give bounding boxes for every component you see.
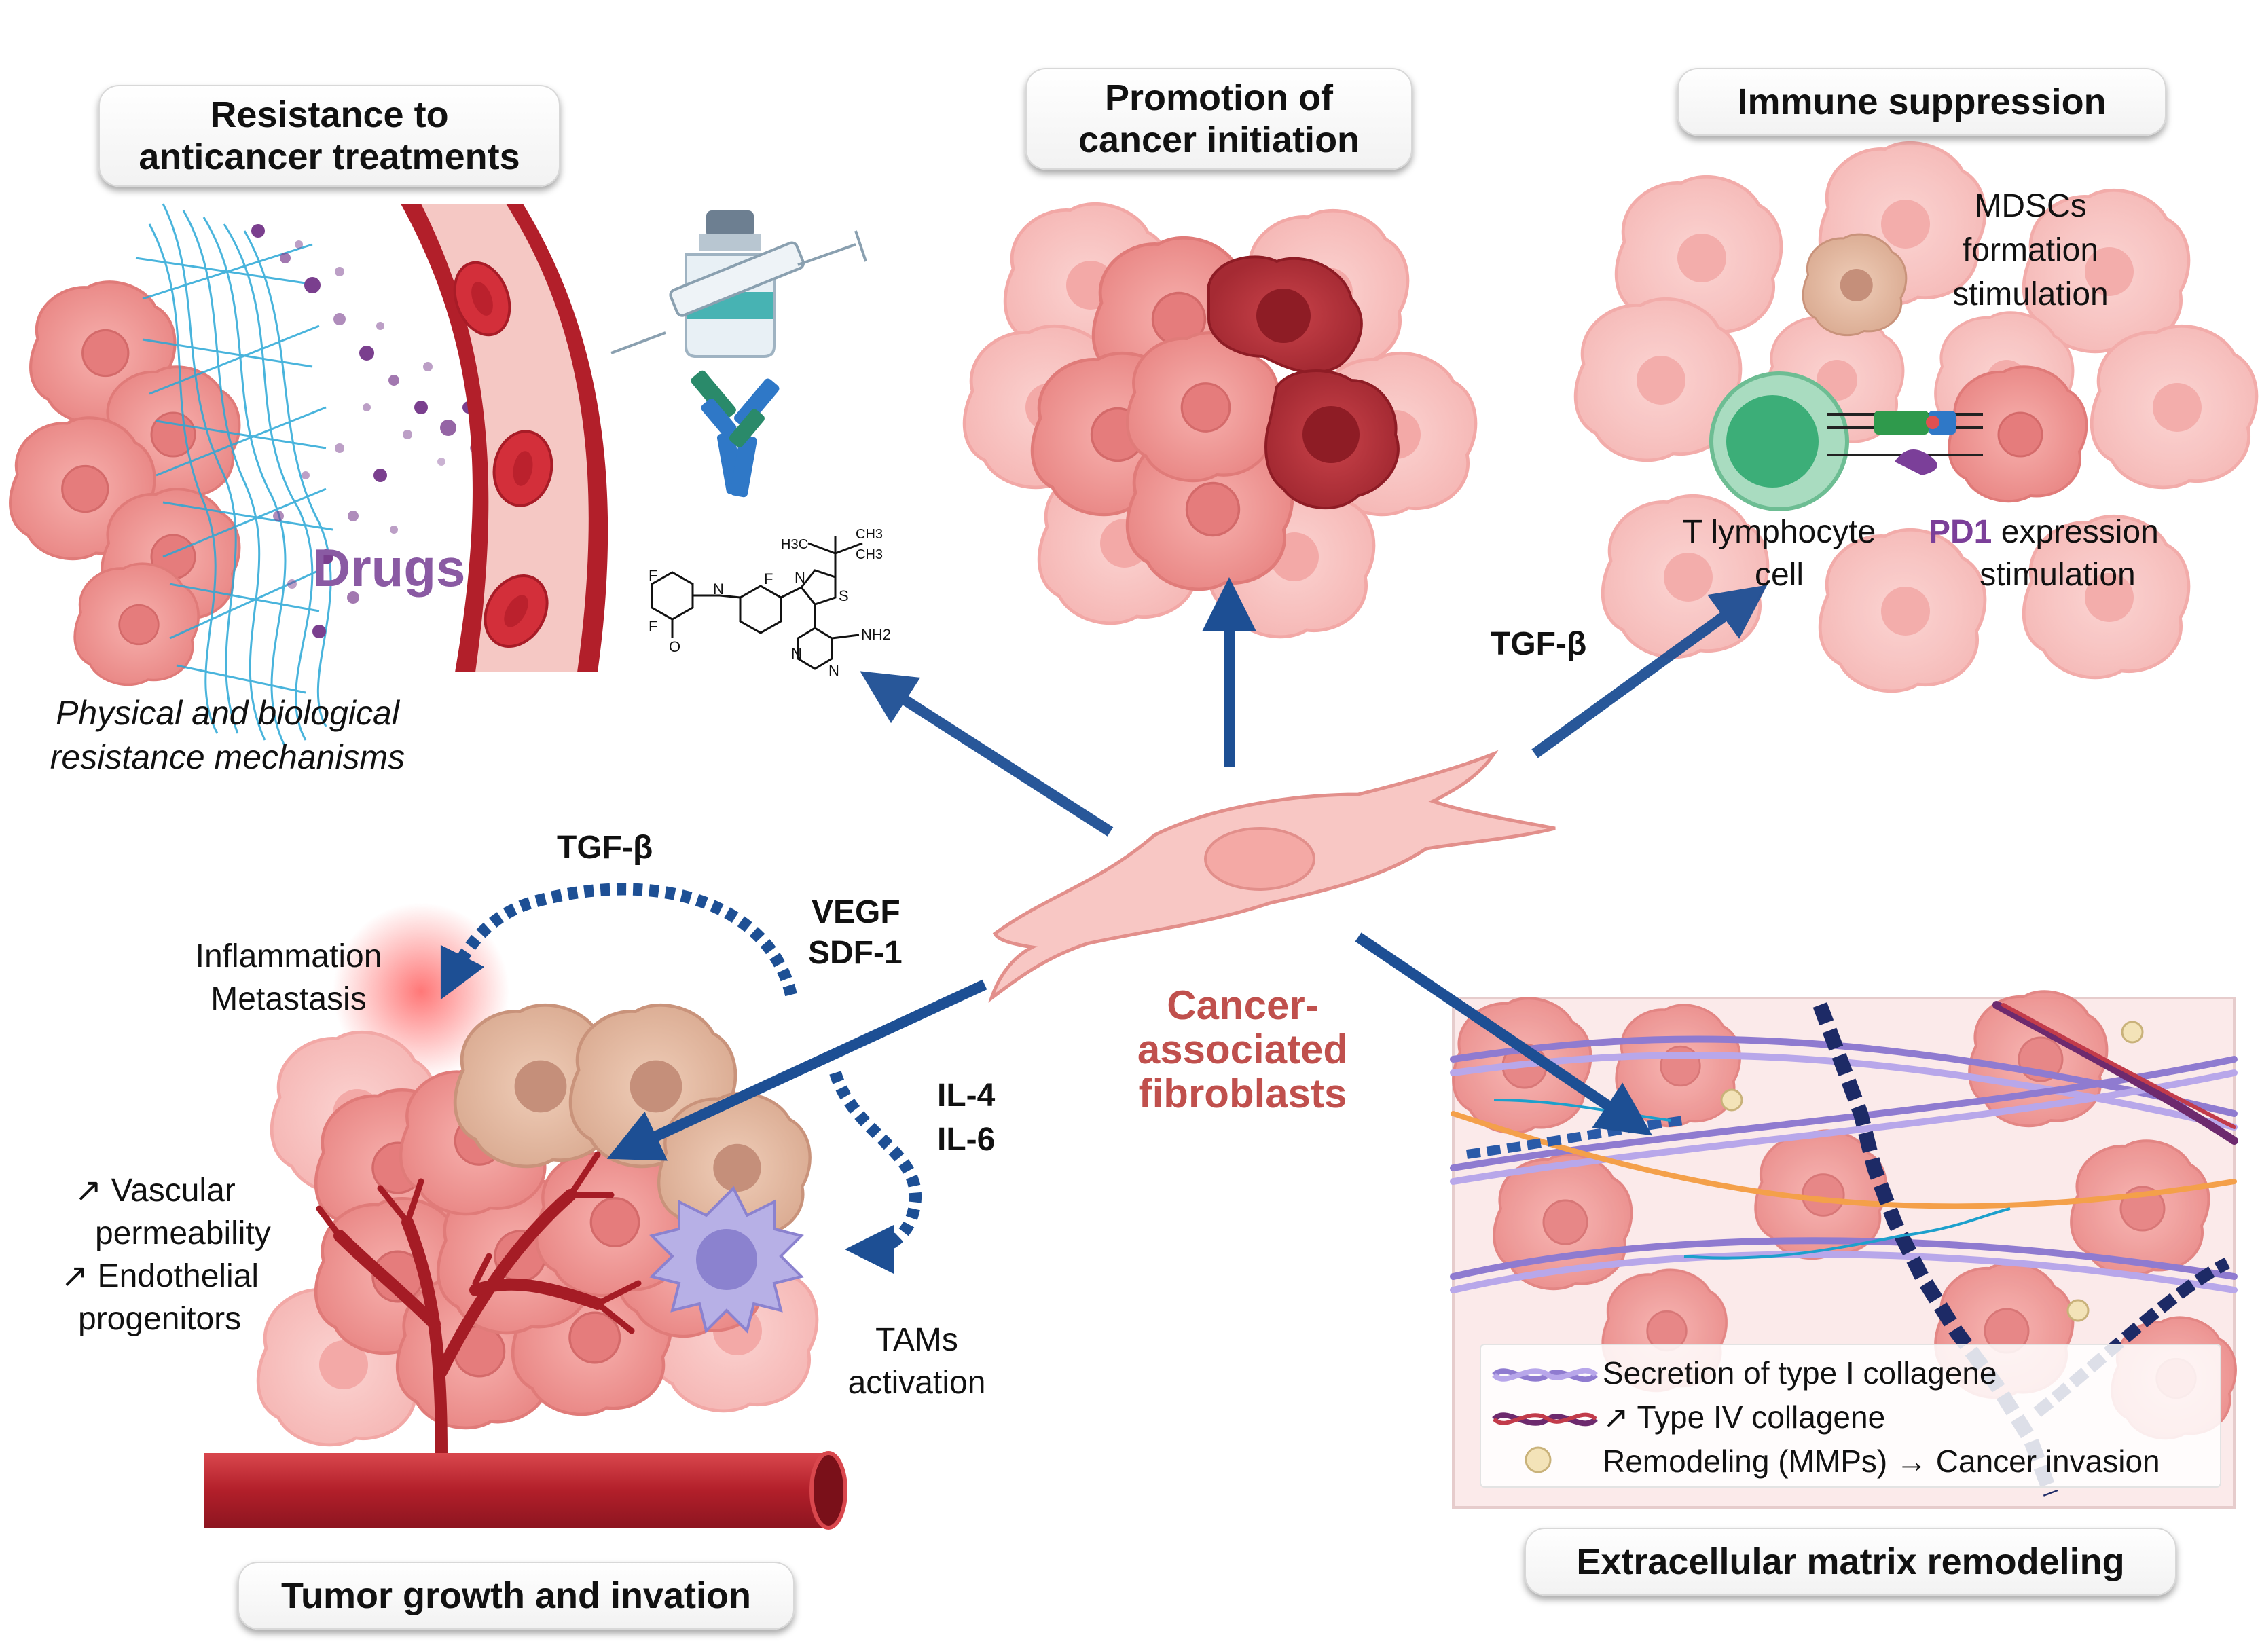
molecule-structure — [651, 536, 863, 670]
pd1-receptor — [1827, 411, 1983, 475]
pd1-line2: stimulation — [1980, 557, 2136, 593]
pd1-cancer-cell — [1948, 365, 2088, 503]
resistance-title-box: Resistance to anticancer treatments — [98, 85, 560, 187]
molecule-o: O — [669, 638, 681, 655]
molecule-s1: S — [839, 587, 849, 604]
resistance-mechanism-line1: Physical and biological — [56, 694, 399, 732]
initiation-title-line2: cancer initiation — [1078, 120, 1360, 160]
molecule-ch3b: CH3 — [856, 527, 883, 542]
caf-cell — [988, 750, 1556, 1003]
tumor-tgf-label: TGF-β — [557, 830, 653, 866]
arrow-dotted-il — [829, 1071, 922, 1274]
legend-mmp-label: Remodeling (MMPs) → Cancer invasion — [1603, 1444, 2160, 1479]
legend-type-i-swatch — [1492, 1368, 1598, 1382]
vegf-label: VEGF — [812, 894, 900, 930]
initiation-title-line1: Promotion of — [1105, 77, 1333, 118]
caf-line2: associated — [1137, 1027, 1349, 1072]
mdsc-line3: stimulation — [1952, 276, 2109, 312]
t-cell-line1: T lymphocyte — [1682, 514, 1876, 550]
legend-mmp-swatch — [1525, 1446, 1552, 1473]
caf-line1: Cancer- — [1167, 983, 1319, 1028]
caf-line3: fibroblasts — [1138, 1071, 1347, 1116]
vascular-line2: permeability — [95, 1215, 271, 1251]
molecule-n2: N — [791, 645, 802, 662]
ecm-title-box: Extracellular matrix remodeling — [1525, 1528, 2176, 1596]
sdf-label: SDF-1 — [808, 935, 903, 971]
mdsc-line2: formation — [1962, 232, 2099, 268]
molecule-ch3a: H3C — [781, 537, 809, 552]
pd1-expression: expression — [1992, 514, 2159, 550]
tam-cell — [649, 1186, 804, 1334]
pd1-label: PD1 — [1929, 514, 1992, 550]
t-lymphocyte — [1709, 371, 1849, 511]
immune-title-box: Immune suppression — [1677, 68, 2166, 136]
vascular-line1: ↗ Vascular — [75, 1173, 236, 1209]
arrow-dotted-tgf — [440, 883, 797, 1000]
transformed-cell — [1207, 255, 1400, 510]
tams-line2: activation — [848, 1365, 986, 1401]
resistance-title-line2: anticancer treatments — [139, 136, 520, 177]
tumor-title-box: Tumor growth and invation — [238, 1562, 795, 1630]
resistance-title-line1: Resistance to — [210, 94, 449, 135]
immune-tgf-label: TGF-β — [1491, 626, 1587, 662]
endothelial-line2: progenitors — [78, 1301, 242, 1337]
ecm-title: Extracellular matrix remodeling — [1576, 1541, 2125, 1582]
molecule-f1: F — [649, 567, 658, 584]
tams-line1: TAMs — [875, 1322, 958, 1358]
legend-type-iv-label: ↗ Type IV collagene — [1603, 1399, 1886, 1435]
immune-title: Immune suppression — [1737, 81, 2107, 122]
molecule-nh2: NH2 — [861, 626, 892, 643]
syringe-icon — [610, 230, 867, 354]
molecule-n3: N — [828, 662, 839, 679]
resistance-illustration — [10, 203, 867, 748]
pd1-line1: PD1 expression — [1929, 513, 2159, 552]
arrow-to-resistance — [860, 671, 1114, 837]
resistance-mechanism-line2: resistance mechanisms — [50, 738, 405, 776]
molecule-f2: F — [649, 618, 658, 635]
inflammation-label: Inflammation — [195, 938, 382, 974]
molecule-nh: N — [713, 581, 724, 598]
metastasis-label: Metastasis — [211, 981, 367, 1017]
endothelial-line1: ↗ Endothelial — [61, 1258, 259, 1294]
tumor-title: Tumor growth and invation — [281, 1575, 751, 1616]
arrow-to-ecm — [1355, 932, 1653, 1136]
il4-label: IL-4 — [937, 1078, 996, 1114]
antibody-icon — [691, 370, 780, 498]
arrow-to-tumor — [606, 979, 987, 1161]
mdsc-cell — [1802, 233, 1908, 337]
legend-type-i-label: Secretion of type I collagene — [1603, 1355, 1997, 1391]
il6-label: IL-6 — [937, 1122, 996, 1158]
mdsc-line1: MDSCs — [1974, 188, 2087, 224]
initiation-illustration — [964, 204, 1476, 637]
initiation-title-box: Promotion of cancer initiation — [1025, 68, 1412, 170]
drugs-label: Drugs — [312, 538, 466, 598]
t-cell-line2: cell — [1754, 557, 1804, 593]
molecule-n1: N — [795, 569, 805, 586]
molecule-ch3c: CH3 — [856, 547, 883, 562]
arrow-to-immune — [1531, 585, 1768, 758]
legend-type-iv-swatch — [1492, 1412, 1598, 1427]
molecule-f3: F — [764, 570, 773, 587]
